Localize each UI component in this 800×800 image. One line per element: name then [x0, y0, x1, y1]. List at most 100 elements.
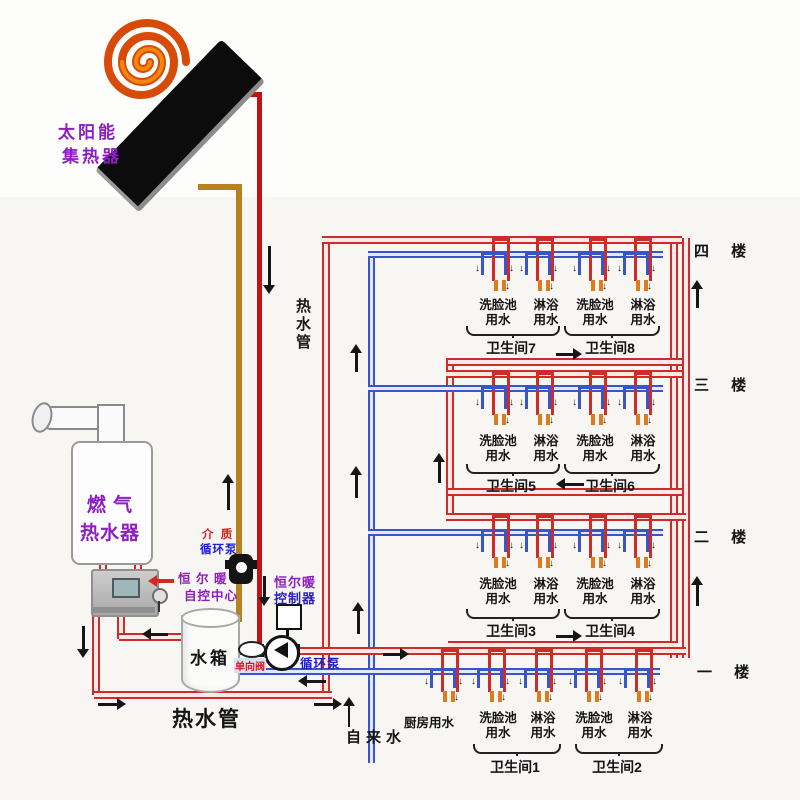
check-valve-label: 单向阀: [234, 658, 266, 673]
hot-left-serpentine: [446, 358, 454, 518]
control-center-label-line2: 自控中心: [184, 589, 239, 603]
fixture-shower: [523, 515, 559, 579]
flow-up-arrow-icon: [690, 576, 704, 606]
gauge-stem: [158, 601, 160, 612]
flow-up-arrow-icon: [350, 344, 362, 372]
fixture-shower: [523, 238, 559, 302]
shower-water-label: 淋浴用水: [630, 434, 656, 463]
medium-pump-label-line2: 循环泵: [200, 544, 238, 556]
floor2-hot-supply-pipe: [446, 513, 686, 521]
controller-label-line2: 控制器: [274, 591, 317, 606]
floor3-hot-supply-pipe: [446, 370, 682, 378]
fixture-basin: [572, 649, 608, 713]
bathroom-bracket: [564, 609, 660, 621]
fixture-basin: [479, 238, 515, 302]
floor4-label: 四 楼: [694, 243, 756, 260]
basin-water-label: 洗脸池用水: [576, 298, 614, 327]
circulation-pump-rotor: [274, 642, 288, 658]
flow-down-arrow-icon: [77, 626, 89, 658]
fixture-shower: [621, 238, 657, 302]
water-tank-lid: [181, 608, 240, 628]
flow-right-arrow-icon: [314, 698, 342, 710]
medium-pump-label-line1: 介 质: [202, 529, 235, 541]
pointer-down-arrow-icon: [258, 576, 270, 606]
fixture-basin: [479, 372, 515, 436]
fixture-shower: [522, 649, 558, 713]
bathroom-bracket: [564, 464, 660, 476]
gas-heater-label-line1: 燃 气: [86, 495, 134, 516]
shower-water-label: 淋浴用水: [627, 711, 653, 740]
floor4-hot-return-pipe: [448, 358, 682, 366]
shower-water-label: 淋浴用水: [530, 711, 556, 740]
floor1-label: 一 楼: [697, 664, 759, 681]
basin-water-label: 洗脸池用水: [575, 711, 613, 740]
solar-collector-label-line2: 集热器: [62, 147, 122, 166]
bathroom-bracket: [466, 464, 560, 476]
control-hot-pipe-short: [117, 611, 125, 639]
control-center-bottom-strip: [93, 607, 155, 613]
gas-heater-label-line2: 热水器: [79, 523, 140, 544]
flow-up-arrow-icon: [690, 280, 704, 308]
flow-down-arrow-icon: [263, 246, 275, 294]
circulation-pump-label: 循环泵: [300, 657, 341, 671]
control-hot-pipe-down: [92, 611, 100, 695]
basin-water-label: 洗脸池用水: [479, 711, 517, 740]
bathroom5-label: 卫生间5: [486, 478, 536, 494]
flow-up-arrow-icon: [350, 466, 362, 498]
flow-right-arrow-icon: [98, 698, 126, 710]
shower-water-label: 淋浴用水: [533, 298, 559, 327]
flow-up-arrow-icon: [222, 474, 234, 510]
fixture-shower: [621, 515, 657, 579]
fixture-basin: [576, 515, 612, 579]
bathroom1-label: 卫生间1: [490, 759, 540, 775]
floor3-hot-return-pipe: [448, 488, 682, 496]
flow-left-arrow-icon: [556, 478, 584, 490]
hot-water-pipe-bottom-label: 热水管: [172, 708, 241, 731]
floor4-cold-pipe: [368, 251, 663, 258]
basin-water-label: 洗脸池用水: [576, 434, 614, 463]
control-center-label-line1: 恒 尔 暖: [178, 572, 228, 586]
solar-collector-label-line1: 太阳能: [58, 123, 118, 142]
fixture-shower: [523, 372, 559, 436]
water-tank-body: [181, 615, 240, 693]
flow-right-arrow-icon: [556, 348, 582, 360]
flow-up-arrow-icon: [342, 697, 355, 727]
cold-water-riser: [368, 251, 375, 763]
shower-water-label: 淋浴用水: [630, 298, 656, 327]
basin-water-label: 洗脸池用水: [479, 298, 517, 327]
bathroom8-label: 卫生间8: [585, 340, 635, 356]
fixture-shower: [621, 372, 657, 436]
bathroom-bracket: [564, 326, 660, 338]
bathroom-bracket: [575, 744, 663, 756]
flow-left-arrow-icon: [142, 628, 168, 640]
shower-water-label: 淋浴用水: [630, 577, 656, 606]
flow-right-arrow-icon: [383, 648, 409, 660]
fixture-kitchen: [428, 649, 464, 713]
bathroom-bracket: [466, 609, 560, 621]
bathroom2-label: 卫生间2: [592, 759, 642, 775]
hot-return-right-outer: [682, 238, 690, 658]
solar-hot-pipe-down: [257, 92, 262, 650]
hot-water-riser: [322, 236, 330, 698]
flow-up-arrow-icon: [432, 453, 446, 483]
fixture-basin: [576, 372, 612, 436]
pointer-arrow-icon: [148, 574, 174, 587]
shower-water-label: 淋浴用水: [533, 434, 559, 463]
floor3-cold-pipe: [368, 385, 663, 392]
bathroom3-label: 卫生间3: [486, 623, 536, 639]
flow-right-arrow-icon: [556, 630, 582, 642]
floor1-hot-supply-pipe: [234, 647, 686, 655]
controller-stem: [286, 626, 289, 636]
floor2-label: 二 楼: [694, 529, 756, 546]
medium-pipe-stub: [198, 184, 240, 190]
sun-spiral-icon: [103, 19, 190, 99]
controller-label-line1: 恒尔暖: [274, 575, 317, 590]
medium-pump-eye: [236, 562, 247, 573]
medium-pump-fin: [253, 560, 257, 569]
bathroom4-label: 卫生间4: [585, 623, 635, 639]
control-center-display: [112, 578, 140, 598]
bathroom-bracket: [466, 326, 560, 338]
pressure-gauge: [152, 588, 168, 604]
flow-left-arrow-icon: [298, 675, 326, 687]
